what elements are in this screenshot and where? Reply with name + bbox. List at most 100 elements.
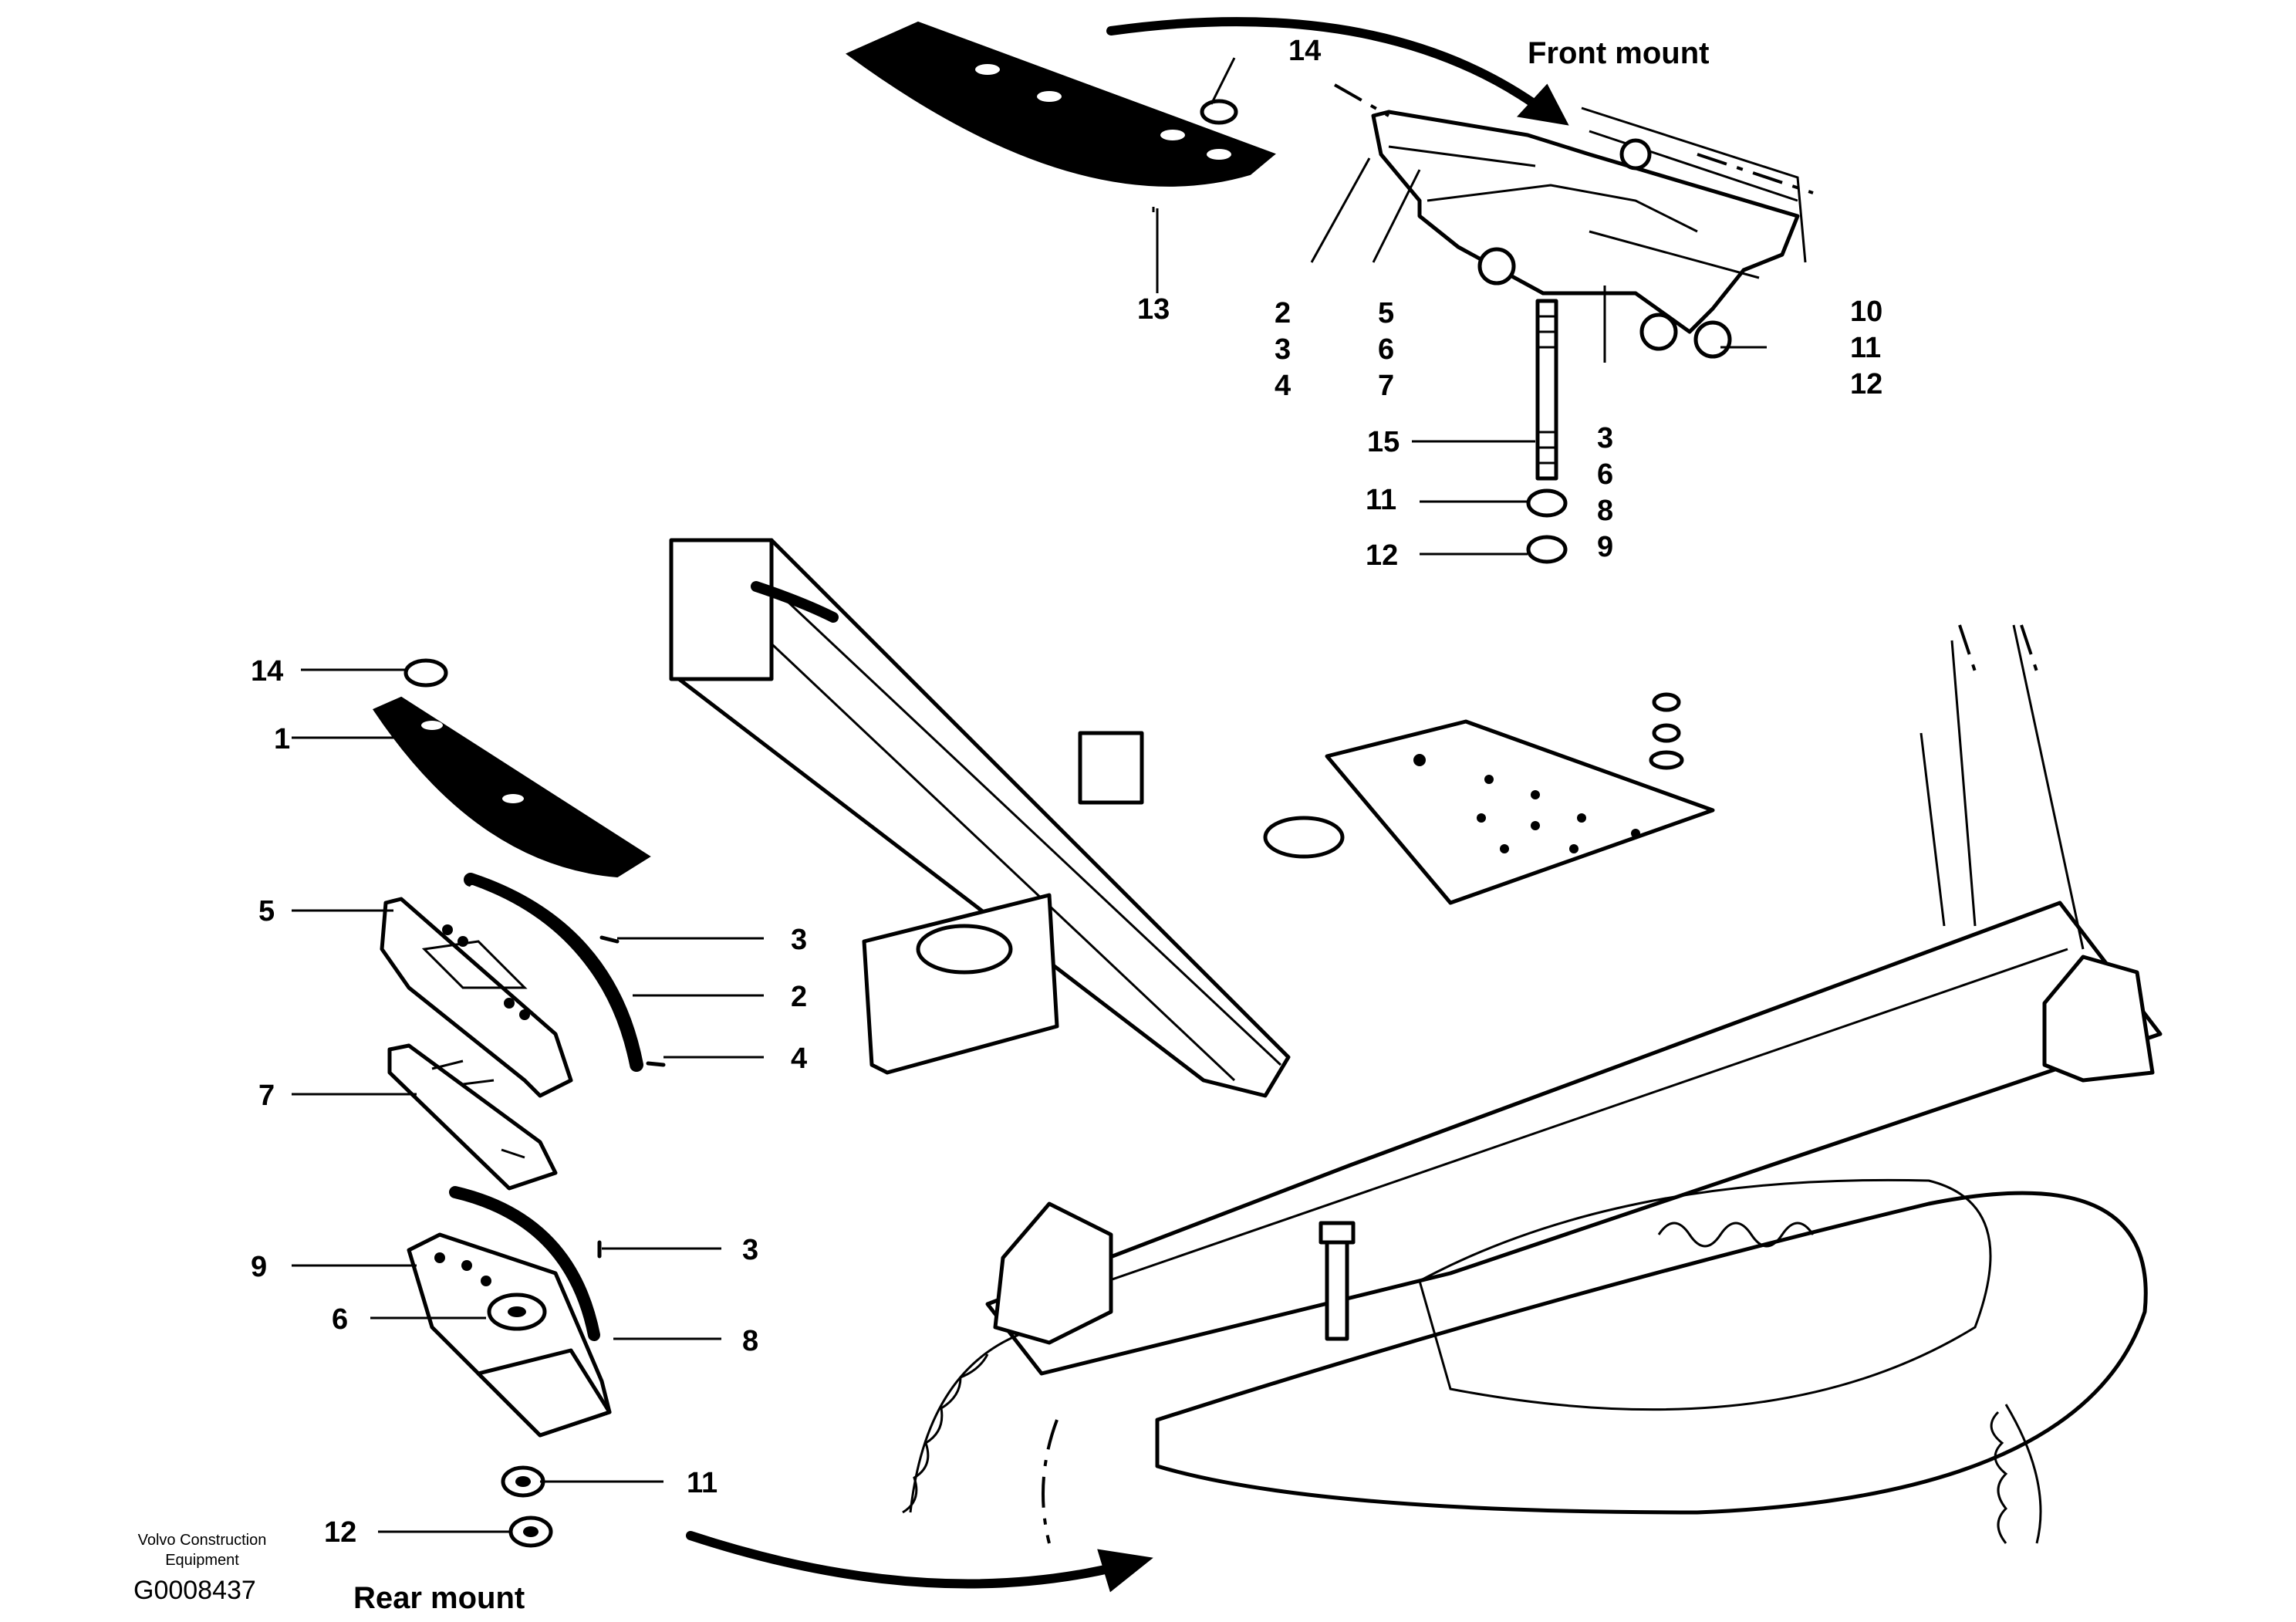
rear-callout-11: 11 xyxy=(687,1467,718,1499)
rear-pin-3 xyxy=(599,935,620,944)
frame-rail-top xyxy=(1581,106,1807,263)
nut-12-front xyxy=(1526,535,1568,564)
leaders-rear xyxy=(292,668,764,1533)
bracket-detail xyxy=(1388,145,1760,279)
gear-right xyxy=(2004,1404,2042,1544)
rear-shim-2 xyxy=(464,873,643,1072)
callout-13: 13 xyxy=(1137,293,1170,326)
front-bracket xyxy=(1371,110,1800,334)
block9-holes xyxy=(434,1252,491,1286)
left-pivot-bracket xyxy=(993,1201,1113,1345)
cylinder-bracket xyxy=(2042,955,2155,1083)
callout-9-lower: 9 xyxy=(1597,531,1613,563)
rear-callout-3-lower: 3 xyxy=(742,1234,758,1266)
long-bolt-head xyxy=(1319,1221,1356,1245)
swivel-pin xyxy=(1078,731,1144,805)
rear-callout-9: 9 xyxy=(251,1251,267,1283)
gear-left xyxy=(909,1333,1019,1513)
rear-washer-6-hole xyxy=(508,1306,526,1317)
plate1-hole xyxy=(421,721,443,730)
frame-rail xyxy=(985,901,2163,1376)
plate-hole xyxy=(1160,130,1185,140)
callout-14: 14 xyxy=(1288,35,1321,67)
rear-plate-1 xyxy=(373,696,651,878)
block9-lower xyxy=(476,1348,612,1438)
callout-7: 7 xyxy=(1378,370,1394,402)
callout-3-lower: 3 xyxy=(1597,422,1613,454)
callout-11: 11 xyxy=(1850,332,1881,364)
rear-shim-7 xyxy=(387,1043,558,1191)
rear-mount-assembly: 14 1 5 3 2 4 7 3 9 6 8 11 12 Rear mount xyxy=(251,655,1153,1615)
plate-hole xyxy=(1037,91,1062,102)
rear-mount-arrow xyxy=(686,1531,1123,1589)
rear-callout-5: 5 xyxy=(258,895,275,928)
brand-line-1: Volvo Construction xyxy=(138,1532,267,1549)
bracket-nut xyxy=(1693,320,1732,359)
plate-hole xyxy=(975,64,1000,75)
callout-12: 12 xyxy=(1850,368,1882,400)
frame-dash xyxy=(1697,153,1814,194)
rear-callout-1: 1 xyxy=(274,723,290,755)
brand-line-2: Equipment xyxy=(165,1552,239,1569)
ring-teeth xyxy=(1657,1222,1815,1248)
drawing-code: G0008437 xyxy=(133,1576,256,1605)
plate-holes xyxy=(1413,754,1640,853)
rear-callout-3: 3 xyxy=(791,924,807,956)
callout-2: 2 xyxy=(1275,297,1291,329)
boom-lines xyxy=(1920,624,2085,950)
gear-right-teeth xyxy=(1990,1411,2008,1544)
plate-hole xyxy=(1207,149,1231,160)
footer: Volvo Construction Equipment G0008437 xyxy=(133,1532,266,1605)
rear-nut-12-hole xyxy=(523,1526,539,1537)
arc-arrow-lower xyxy=(1042,1419,1059,1544)
bracket-nut xyxy=(1639,313,1678,351)
rear-callout-8: 8 xyxy=(742,1325,758,1357)
frame-rail-edge xyxy=(1018,948,2068,1313)
pivot-bushing xyxy=(916,924,1013,975)
nut-14 xyxy=(1200,99,1238,125)
callout-6: 6 xyxy=(1378,333,1394,366)
rear-callout-6: 6 xyxy=(332,1303,348,1336)
bracket-nut xyxy=(1619,138,1652,171)
rear-callout-4: 4 xyxy=(791,1042,807,1075)
rear-callout-12: 12 xyxy=(324,1516,356,1549)
rear-nut-11-hole xyxy=(515,1476,531,1487)
wear-plate-13 xyxy=(846,21,1276,187)
swing-ring-inner xyxy=(1418,1178,1992,1411)
cross-member xyxy=(862,893,1059,1075)
gear-left-teeth xyxy=(902,1353,989,1514)
stud-15 xyxy=(1535,299,1558,481)
hw-nut xyxy=(1652,723,1681,743)
pivot-bushing-top xyxy=(1263,816,1345,859)
callout-10: 10 xyxy=(1850,296,1882,328)
rear-strip-8 xyxy=(449,1186,600,1341)
callout-6-lower: 6 xyxy=(1597,458,1613,491)
mounting-plate xyxy=(1325,719,1715,905)
long-bolt xyxy=(1325,1236,1349,1341)
callout-12-lower: 12 xyxy=(1366,539,1398,572)
boom-dash xyxy=(1958,624,2038,672)
main-frame-assembly xyxy=(669,538,2163,1544)
rear-shim-2-inner xyxy=(470,885,631,1075)
hw-washer xyxy=(1649,750,1684,770)
rear-nut-14 xyxy=(403,658,448,688)
bracket-nut xyxy=(1477,247,1516,286)
callout-8-lower: 8 xyxy=(1597,495,1613,527)
beam-end-cap xyxy=(669,538,774,681)
nut-11-front xyxy=(1526,488,1568,518)
callout-3: 3 xyxy=(1275,333,1291,366)
leaders-front xyxy=(1152,57,1767,556)
front-mount-assembly: Front mount 14 13 2 3 4 5 6 7 10 11 12 1… xyxy=(846,17,1882,572)
hw-nut xyxy=(1652,692,1681,712)
rear-callout-2: 2 xyxy=(791,981,807,1013)
front-arrow-head xyxy=(1517,83,1569,126)
rear-arrow-head xyxy=(1097,1549,1153,1593)
front-mount-arrow xyxy=(1106,17,1555,120)
callout-5: 5 xyxy=(1378,297,1394,329)
plate1-hole xyxy=(502,794,524,803)
front-mount-title: Front mount xyxy=(1528,36,1710,70)
rear-mount-title: Rear mount xyxy=(353,1581,525,1615)
rear-callout-14: 14 xyxy=(251,655,283,688)
part5-holes xyxy=(442,924,530,1020)
